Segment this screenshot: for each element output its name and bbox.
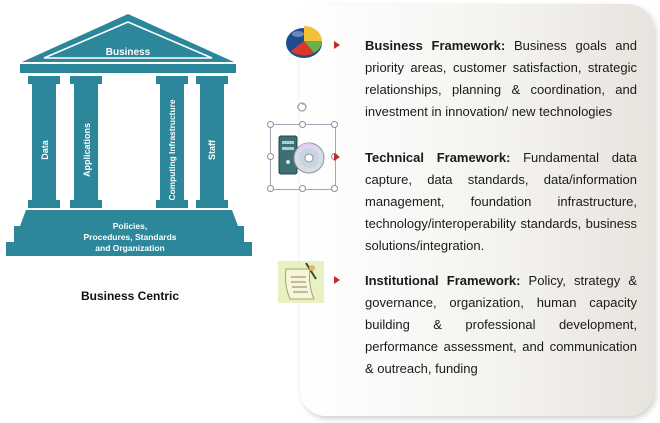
bullet-arrow-icon bbox=[334, 41, 340, 49]
business-framework-body: Business goals and priority areas, custo… bbox=[365, 38, 638, 119]
document-scroll-icon bbox=[278, 261, 324, 303]
bullet-arrow-icon bbox=[334, 153, 340, 161]
pillar-applications bbox=[70, 76, 102, 208]
pillar-computing-infrastructure bbox=[156, 76, 188, 208]
resize-handle-sw[interactable] bbox=[267, 185, 274, 192]
pillar-label-staff: Staff bbox=[207, 139, 217, 160]
temple-roof-inner bbox=[43, 21, 213, 59]
business-framework-text: Business Framework: Business goals and p… bbox=[365, 35, 637, 123]
technical-framework-body: Fundamental data capture, data standards… bbox=[365, 150, 637, 253]
rotate-handle-icon[interactable] bbox=[296, 101, 308, 113]
roof-label: Business bbox=[106, 47, 151, 58]
foundation-label-line1: Policies, bbox=[113, 221, 148, 231]
pillar-label-applications: Applications bbox=[82, 123, 92, 177]
foundation-label-line2: Procedures, Standards bbox=[83, 232, 176, 242]
resize-handle-w[interactable] bbox=[267, 153, 274, 160]
temple-foundation-lower bbox=[6, 242, 252, 256]
resize-handle-s[interactable] bbox=[299, 185, 306, 192]
frameworks-panel bbox=[300, 4, 654, 416]
diagram-caption: Business Centric bbox=[80, 289, 180, 303]
bullet-arrow-icon bbox=[334, 276, 340, 284]
technical-framework-title: Technical Framework: bbox=[365, 150, 511, 165]
pie-chart-icon bbox=[286, 26, 322, 58]
foundation-label-line3: and Organization bbox=[95, 243, 164, 253]
resize-handle-n[interactable] bbox=[299, 121, 306, 128]
resize-handle-ne[interactable] bbox=[331, 121, 338, 128]
institutional-framework-body: Policy, strategy & governance, organizat… bbox=[365, 273, 637, 376]
pillar-label-computing-infrastructure: Computing Infrastructure bbox=[167, 99, 177, 200]
temple-foundation-middle bbox=[14, 226, 244, 242]
pillar-data bbox=[28, 76, 60, 208]
temple-foundation-upper bbox=[20, 210, 238, 226]
pillar-staff bbox=[196, 76, 228, 208]
business-temple-diagram: Business Data Applications Computing Inf… bbox=[6, 14, 252, 256]
institutional-framework-text: Institutional Framework: Policy, strateg… bbox=[365, 270, 637, 380]
business-framework-title: Business Framework: bbox=[365, 38, 506, 53]
temple-roof-beam bbox=[20, 64, 236, 73]
resize-handle-nw[interactable] bbox=[267, 121, 274, 128]
technical-framework-text: Technical Framework: Fundamental data ca… bbox=[365, 147, 637, 257]
temple-roof bbox=[22, 14, 234, 62]
resize-handle-se[interactable] bbox=[331, 185, 338, 192]
institutional-framework-title: Institutional Framework: bbox=[365, 273, 521, 288]
pillar-label-data: Data bbox=[40, 139, 50, 160]
computer-disc-icon bbox=[278, 135, 325, 175]
